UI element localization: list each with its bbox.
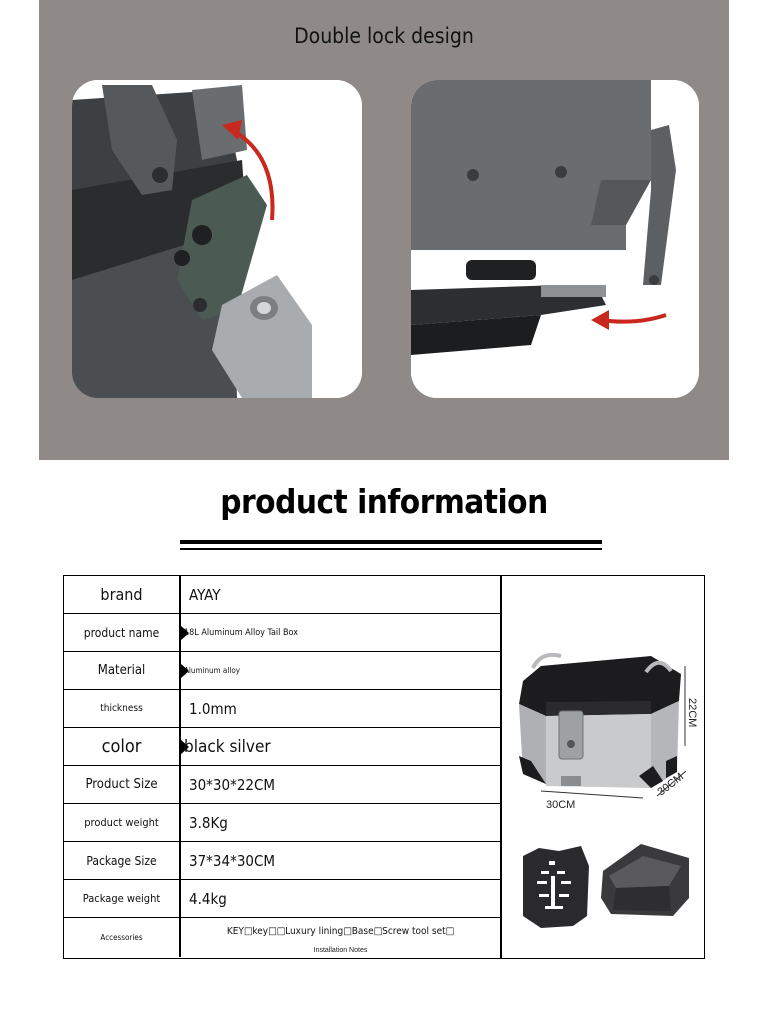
row-marker [180,624,189,641]
spec-label-accessories: Accessories [100,933,143,942]
base-plate-image [523,846,589,928]
lock-design-panel: Double lock design [39,0,729,460]
spec-row: product weight 3.8Kg [64,804,501,842]
spec-label: product name [83,625,160,640]
spec-row: Package weight 4.4kg [64,880,501,918]
dim-height: 22CM [686,698,698,727]
spec-row-accessories: Accessories KEY□key□□Luxury lining□Base□… [64,918,501,957]
spec-value: AYAY [189,585,221,604]
spec-label: Package Size [86,853,157,868]
spec-row: product name 18L Aluminum Alloy Tail Box [64,614,501,652]
spec-value: black silver [184,736,271,757]
lock-photo-left [72,80,362,398]
heading-rule-thick [180,540,602,544]
spec-label: Material [97,663,146,678]
installation-notes: Installation Notes [313,947,368,954]
accessories-list: KEY□key□□Luxury lining□Base□Screw tool s… [226,926,455,937]
spec-label: thickness [100,703,143,714]
spec-table: brand AYAY product name 18L Aluminum Alloy … [63,575,705,959]
spec-row: color black silver [64,728,501,766]
spec-label: product weight [84,816,159,829]
lock-photo-right [411,80,699,398]
tail-box-image [519,652,687,799]
product-info-heading: product information [220,482,548,521]
spec-value: 18L Aluminum Alloy Tail Box [184,627,299,638]
spec-value: 30*30*22CM [189,775,276,794]
spec-value: 37*34*30CM [189,851,276,870]
row-marker [180,738,189,755]
lock-design-title: Double lock design [294,24,474,48]
heading-rule-thin [180,548,602,550]
spec-row: brand AYAY [64,576,501,614]
spec-label: Package weight [82,892,161,905]
spec-label: Product Size [85,777,158,792]
lining-image [601,844,689,916]
spec-row: thickness 1.0mm [64,690,501,728]
spec-value: 1.0mm [189,699,237,718]
spec-row: Package Size 37*34*30CM [64,842,501,880]
spec-value: Aluminum alloy [184,666,240,675]
spec-value: 3.8Kg [189,813,228,832]
spec-value: 4.4kg [189,889,227,908]
spec-row: Product Size 30*30*22CM [64,766,501,804]
spec-row: Material Aluminum alloy [64,652,501,690]
row-marker [180,662,189,679]
dim-width: 30CM [546,799,575,811]
product-image-area: 30CM 30CM 22CM [501,576,704,957]
spec-label: brand [100,585,143,604]
spec-label: color [101,736,142,757]
